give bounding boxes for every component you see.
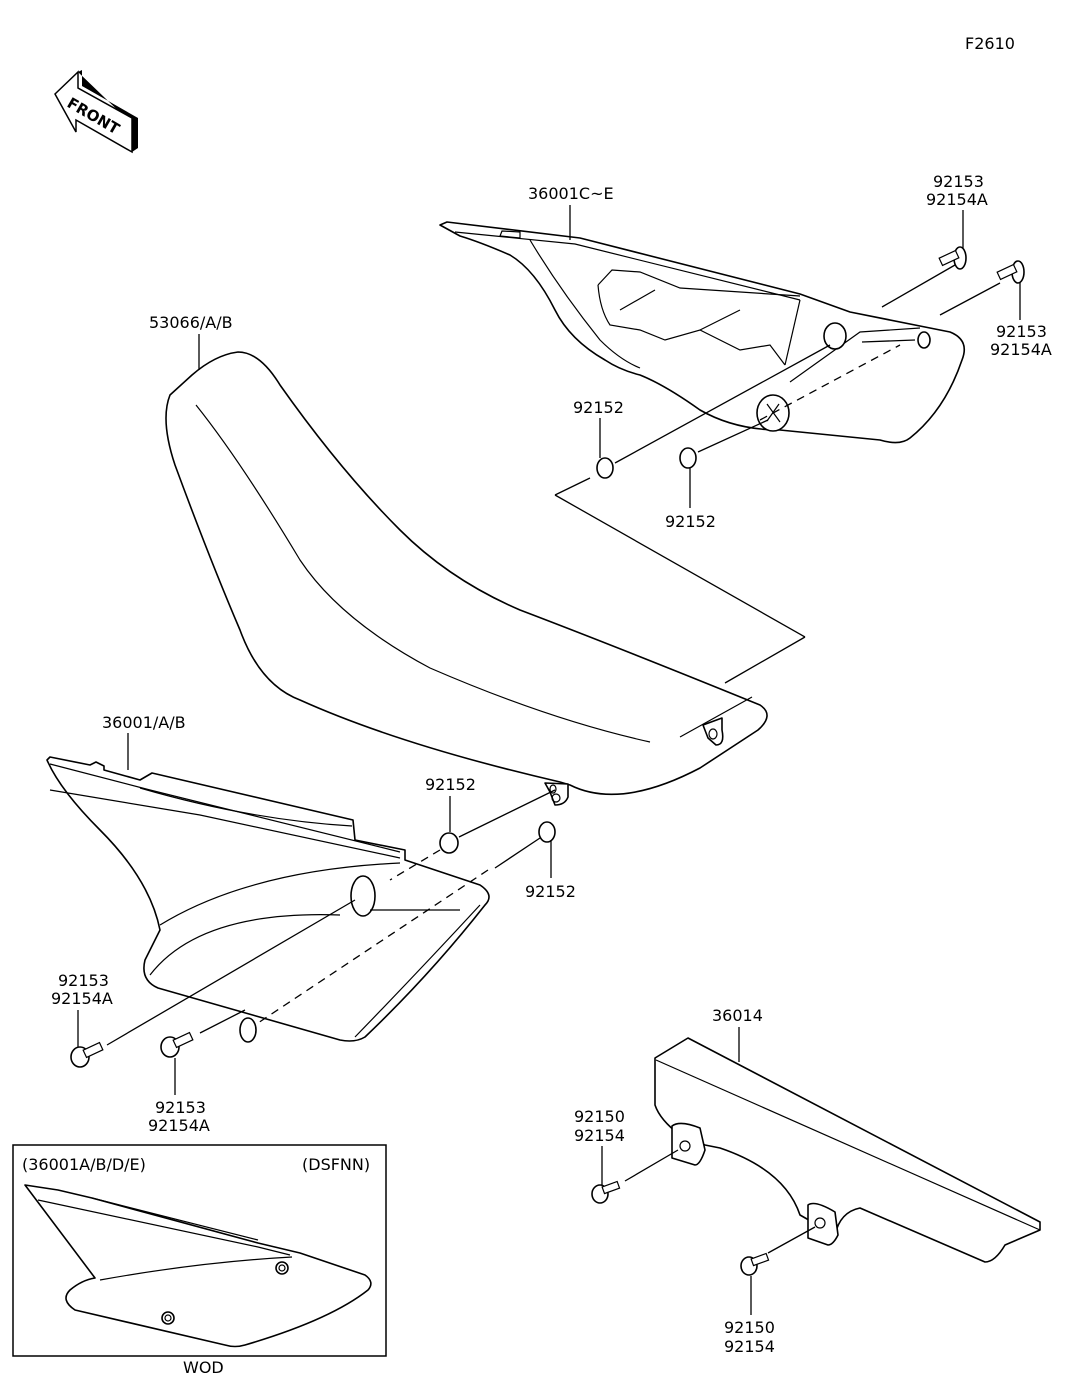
bolt-icon <box>70 1041 104 1068</box>
bolt-icon <box>740 1252 770 1276</box>
label-front-grommet-upper: 92152 <box>425 775 476 794</box>
rear-side-cover <box>439 221 966 444</box>
label-front-side-cover: 36001/A/B <box>102 713 186 732</box>
front-side-cover <box>46 756 490 1043</box>
grommet-icon <box>679 447 697 469</box>
label-seat: 53066/A/B <box>149 313 233 332</box>
label-front-bolt-mid-2: 92154A <box>148 1116 210 1135</box>
label-rear-grommet-left: 92152 <box>573 398 624 417</box>
label-chain-bolt-lower-2: 92154 <box>724 1337 775 1356</box>
inset-model-code: (DSFNN) <box>302 1155 370 1174</box>
label-front-grommet-right: 92152 <box>525 882 576 901</box>
label-rear-grommet-right: 92152 <box>665 512 716 531</box>
label-chain-bolt-upper-2: 92154 <box>574 1126 625 1145</box>
label-chain-bolt-lower-1: 92150 <box>724 1318 775 1337</box>
label-rear-bolt-upper-2: 92154A <box>926 190 988 209</box>
label-front-bolt-left-1: 92153 <box>58 971 109 990</box>
label-front-bolt-left-2: 92154A <box>51 989 113 1008</box>
bolt-icon <box>938 246 967 270</box>
seat <box>165 351 768 806</box>
grommet-icon <box>538 821 556 843</box>
bolt-icon <box>160 1031 194 1058</box>
grommet-icon <box>439 832 459 854</box>
label-rear-bolt-right-2: 92154A <box>990 340 1052 359</box>
figure-code: F2610 <box>965 34 1015 53</box>
inset-caption: WOD <box>183 1358 224 1377</box>
inset-variant-panel: (36001A/B/D/E) (DSFNN) <box>12 1144 387 1357</box>
bolt-icon <box>996 260 1025 284</box>
label-chain-guard: 36014 <box>712 1006 763 1025</box>
label-rear-bolt-upper-1: 92153 <box>933 172 984 191</box>
grommet-icon <box>596 457 614 479</box>
inset-applies-to: (36001A/B/D/E) <box>22 1155 146 1174</box>
chain-guard <box>654 1037 1041 1263</box>
front-arrow-icon: FRONT <box>54 70 138 154</box>
label-rear-bolt-right-1: 92153 <box>996 322 1047 341</box>
bolt-icon <box>591 1180 621 1204</box>
label-rear-side-cover: 36001C~E <box>528 184 614 203</box>
label-chain-bolt-upper-1: 92150 <box>574 1107 625 1126</box>
label-front-bolt-mid-1: 92153 <box>155 1098 206 1117</box>
